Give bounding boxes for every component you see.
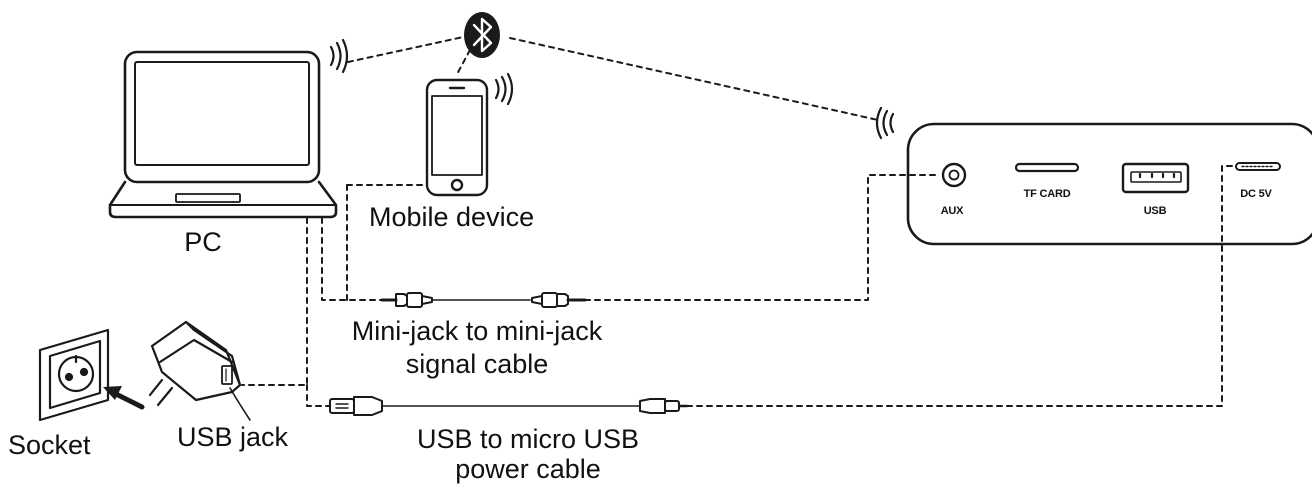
usb-adapter-icon	[148, 320, 251, 421]
usb-micro-cable	[329, 396, 689, 416]
signal-cable-route	[321, 174, 941, 301]
smartphone-icon	[425, 78, 489, 197]
socket-label: Socket	[8, 430, 91, 460]
dc-port-label: DC 5V	[1240, 188, 1272, 200]
power-cable-label-line1: USB to micro USB	[416, 424, 640, 454]
bluetooth-icon	[464, 12, 500, 58]
mini-jack-cable	[380, 292, 587, 308]
mobile-device-label: Mobile device	[369, 202, 535, 232]
pc-label: PC	[184, 227, 222, 257]
tf-card-port-label: TF CARD	[1023, 188, 1071, 200]
power-cable-label-line2: power cable	[455, 454, 601, 484]
usb-jack-label: USB jack	[177, 422, 289, 452]
speaker-icon	[906, 122, 1312, 246]
signal-cable-label-line1: Mini-jack to mini-jack	[351, 316, 603, 346]
plug-arrow-icon	[103, 386, 145, 410]
wireless-signal-icon	[329, 38, 895, 140]
power-cable-route	[241, 165, 1237, 407]
signal-cable-label-line2: signal cable	[405, 349, 549, 379]
usb-port-label: USB	[1143, 205, 1167, 217]
aux-port-label: AUX	[940, 205, 964, 217]
bluetooth-links	[347, 35, 879, 121]
laptop-icon	[108, 50, 338, 219]
wall-socket-icon	[38, 328, 110, 422]
